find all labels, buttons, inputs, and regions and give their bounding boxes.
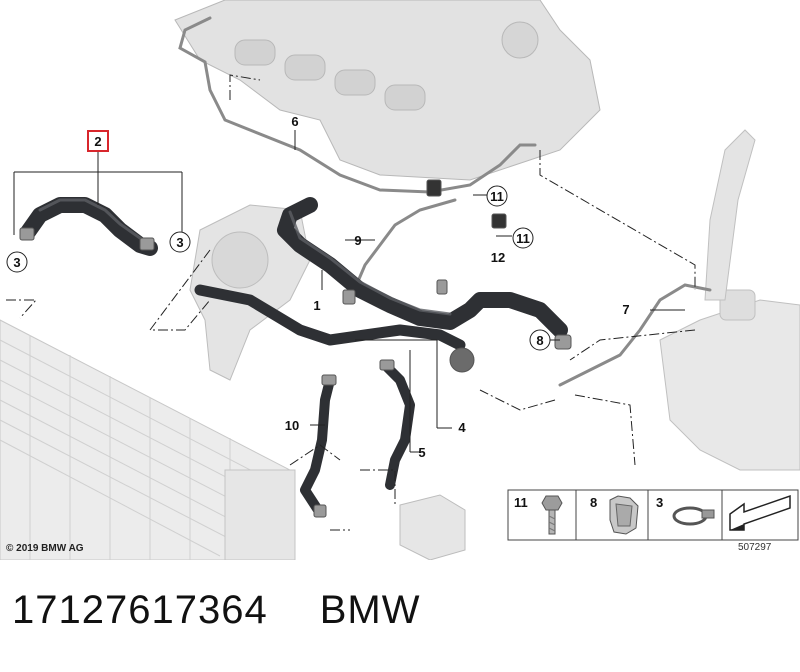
callout-labels: 1 2 3 3 4 5 6 7 8 9 10 11 11 12 bbox=[6, 114, 630, 460]
leader-lines bbox=[6, 74, 696, 531]
clip-icon bbox=[609, 495, 639, 535]
brand-name: BMW bbox=[319, 588, 421, 632]
part-number: 17127617364 bbox=[12, 588, 268, 632]
callout-10: 10 bbox=[285, 418, 299, 433]
callout-12: 12 bbox=[491, 250, 505, 265]
callout-4: 4 bbox=[458, 420, 466, 435]
legend-label-3: 3 bbox=[656, 495, 663, 510]
legend-label-11: 11 bbox=[514, 495, 528, 510]
arrow-icon bbox=[729, 494, 791, 531]
copyright-text: © 2019 BMW AG bbox=[6, 543, 84, 554]
callout-5: 5 bbox=[418, 445, 425, 460]
callout-3-right: 3 bbox=[176, 235, 183, 250]
callout-2: 2 bbox=[94, 134, 101, 149]
coolant-hoses bbox=[20, 197, 568, 515]
bracket-lines bbox=[13, 130, 685, 453]
bottom-fitting bbox=[399, 494, 466, 560]
callout-11-top: 11 bbox=[490, 189, 504, 204]
radiator bbox=[0, 319, 296, 560]
parts-diagram: 1 2 3 3 4 5 6 7 8 9 10 11 11 12 11 8 bbox=[0, 0, 800, 560]
callout-11-mid: 11 bbox=[516, 231, 530, 246]
legend-strip: 11 8 3 bbox=[507, 489, 799, 541]
expansion-tank bbox=[659, 129, 800, 471]
diagram-number: 507297 bbox=[738, 542, 772, 553]
part-2-highlight-box bbox=[87, 130, 109, 152]
callout-1: 1 bbox=[313, 298, 320, 313]
legend-label-8: 8 bbox=[590, 495, 597, 510]
callout-3-left: 3 bbox=[13, 255, 20, 270]
caption: 17127617364 BMW bbox=[12, 588, 420, 633]
thin-lines bbox=[178, 16, 712, 387]
hose-clamp-icon bbox=[672, 506, 715, 526]
bolt-icon bbox=[541, 495, 563, 535]
water-pump bbox=[189, 204, 311, 381]
engine-block bbox=[174, 0, 601, 181]
callout-8: 8 bbox=[536, 333, 543, 348]
callout-6: 6 bbox=[291, 114, 298, 129]
callout-7: 7 bbox=[622, 302, 629, 317]
clamps bbox=[19, 179, 572, 518]
callout-9: 9 bbox=[354, 233, 361, 248]
